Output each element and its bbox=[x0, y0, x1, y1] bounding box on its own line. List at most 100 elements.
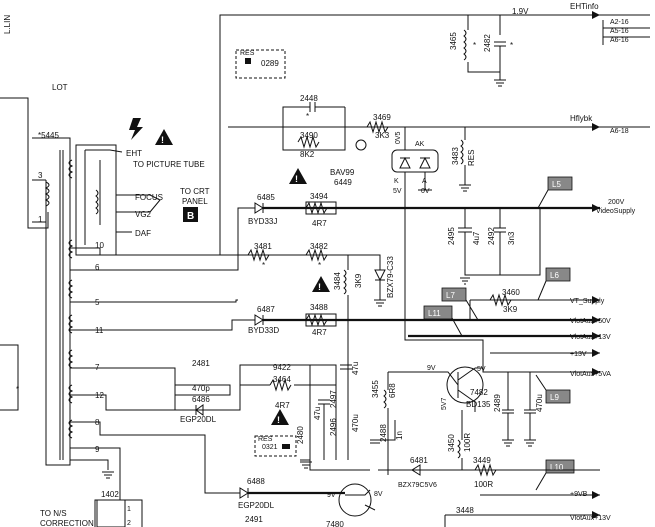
c2489: 2489 bbox=[493, 394, 502, 412]
r3484: 3484 bbox=[333, 272, 342, 290]
c2480: 2480 bbox=[296, 426, 305, 444]
output-arrows bbox=[592, 11, 600, 519]
l5-label: L5 bbox=[552, 180, 561, 189]
c2496-val: 470u bbox=[351, 414, 360, 432]
q7480: 7480 bbox=[326, 520, 344, 527]
zener-bzx: BZX79-C33 bbox=[386, 256, 395, 298]
vt-supply-rail bbox=[92, 293, 600, 320]
c2496: 2496 bbox=[329, 418, 338, 436]
xref-a6-18: A6-18 bbox=[610, 128, 629, 135]
ref-3465: 3465 bbox=[449, 32, 458, 50]
conn-pin-1: 1 bbox=[127, 506, 131, 513]
d6487: 6487 bbox=[257, 305, 275, 314]
l5-callout bbox=[537, 176, 573, 209]
c2480-val: 47u bbox=[313, 407, 322, 420]
d6488: 6488 bbox=[247, 477, 265, 486]
res-box-bottom bbox=[254, 435, 297, 457]
c2481: 2481 bbox=[192, 359, 210, 368]
net-vlot5va: VlotAux+5VA bbox=[570, 371, 611, 378]
c2497: 2497 bbox=[329, 390, 338, 408]
r3494-val: 4R7 bbox=[312, 219, 327, 228]
svg-text:!: ! bbox=[161, 135, 164, 145]
q-5v7: 5V7 bbox=[441, 397, 448, 410]
pin-9: 9 bbox=[95, 445, 100, 454]
conn-1402: 1402 bbox=[101, 490, 119, 499]
r3490-val: 8K2 bbox=[300, 150, 315, 159]
feedback-chain bbox=[92, 247, 386, 460]
warning-triangle-icon bbox=[289, 168, 307, 184]
c2448: 2448 bbox=[300, 94, 318, 103]
net-vlot13: VlotAux+13V bbox=[570, 334, 611, 341]
res-0289: 0289 bbox=[261, 59, 279, 68]
r9422: 9422 bbox=[273, 363, 291, 372]
r3482: 3482 bbox=[310, 242, 328, 251]
net-vt-supply: VT_Supply bbox=[570, 298, 605, 305]
bav-5v: 5V bbox=[393, 188, 402, 195]
lot-ref: *5445 bbox=[38, 131, 59, 140]
ground-symbols bbox=[102, 439, 536, 479]
c2489-val: 470u bbox=[535, 394, 544, 412]
r3455-val: 6R8 bbox=[388, 383, 397, 398]
r3450: 3450 bbox=[447, 434, 456, 452]
pin-1: 1 bbox=[38, 215, 43, 224]
net-9vb: +9VB bbox=[570, 491, 588, 498]
r3481: 3481 bbox=[254, 242, 272, 251]
r3483: 3483 bbox=[451, 147, 460, 165]
l6-label: L6 bbox=[550, 271, 559, 280]
hand-icon bbox=[355, 139, 367, 151]
l10-label: L10 bbox=[550, 463, 564, 472]
d6486: 6486 bbox=[192, 395, 210, 404]
panel-b-letter: B bbox=[187, 211, 194, 222]
bav99: BAV99 bbox=[330, 168, 355, 177]
panel-b-box bbox=[183, 207, 198, 222]
lot-title: LOT bbox=[52, 83, 68, 92]
d6481-type: BZX79C5V6 bbox=[398, 482, 437, 489]
warning-triangle-icon bbox=[155, 129, 173, 145]
c2495: 2495 bbox=[447, 227, 456, 245]
warning-triangle-icon bbox=[312, 276, 330, 292]
edge-label-lin: L.LIN bbox=[3, 15, 12, 34]
r3469: 3469 bbox=[373, 113, 391, 122]
r3448: 3448 bbox=[456, 506, 474, 515]
to-ns-label: TO N/S bbox=[40, 509, 67, 518]
c2492: 2492 bbox=[487, 227, 496, 245]
c2488: 2488 bbox=[379, 424, 388, 442]
xref-a5-16: A5-16 bbox=[610, 28, 629, 35]
res-tag-2: RES bbox=[258, 436, 273, 443]
q-type: BD135 bbox=[466, 400, 491, 409]
bd135-section bbox=[309, 366, 600, 496]
net-200v: 200V bbox=[608, 199, 625, 206]
vlot50-rail bbox=[92, 300, 600, 331]
r3488-val: 4R7 bbox=[312, 328, 327, 337]
svg-text:!: ! bbox=[318, 282, 321, 292]
r3449: 3449 bbox=[473, 456, 491, 465]
svg-text:!: ! bbox=[295, 174, 298, 184]
bav-ak: AK bbox=[415, 141, 425, 148]
xref-a2-16a: A2-16 bbox=[610, 19, 629, 26]
d6486-type: EGP20DL bbox=[180, 415, 217, 424]
diode-bav99 bbox=[391, 127, 484, 372]
to-crt-label: TO CRT bbox=[180, 187, 210, 196]
edge-star: * bbox=[16, 385, 19, 394]
l9-label: L9 bbox=[550, 393, 559, 402]
bav99-ref: 6449 bbox=[334, 178, 352, 187]
res-0321: 0321 bbox=[262, 444, 278, 451]
r3484-val: 3K9 bbox=[354, 273, 363, 288]
svg-text:*: * bbox=[510, 41, 513, 50]
r3488: 3488 bbox=[310, 303, 328, 312]
xref-a6-16: A6-16 bbox=[610, 37, 629, 44]
c2488-val: 1n bbox=[395, 431, 404, 440]
l7-label: L7 bbox=[446, 291, 455, 300]
l9-callout bbox=[535, 374, 571, 404]
res-box-top bbox=[235, 49, 286, 79]
eht-to-tube: TO PICTURE TUBE bbox=[133, 160, 205, 169]
d6481: 6481 bbox=[410, 456, 428, 465]
bav-0v: 0V bbox=[421, 188, 430, 195]
r3460: 3460 bbox=[502, 288, 520, 297]
focus-label: FOCUS bbox=[135, 193, 163, 202]
r3490: 3490 bbox=[300, 131, 318, 140]
pin-6: 6 bbox=[95, 263, 100, 272]
high-voltage-icon bbox=[129, 118, 143, 140]
net-vlot50: VlotAux+50V bbox=[570, 318, 611, 325]
